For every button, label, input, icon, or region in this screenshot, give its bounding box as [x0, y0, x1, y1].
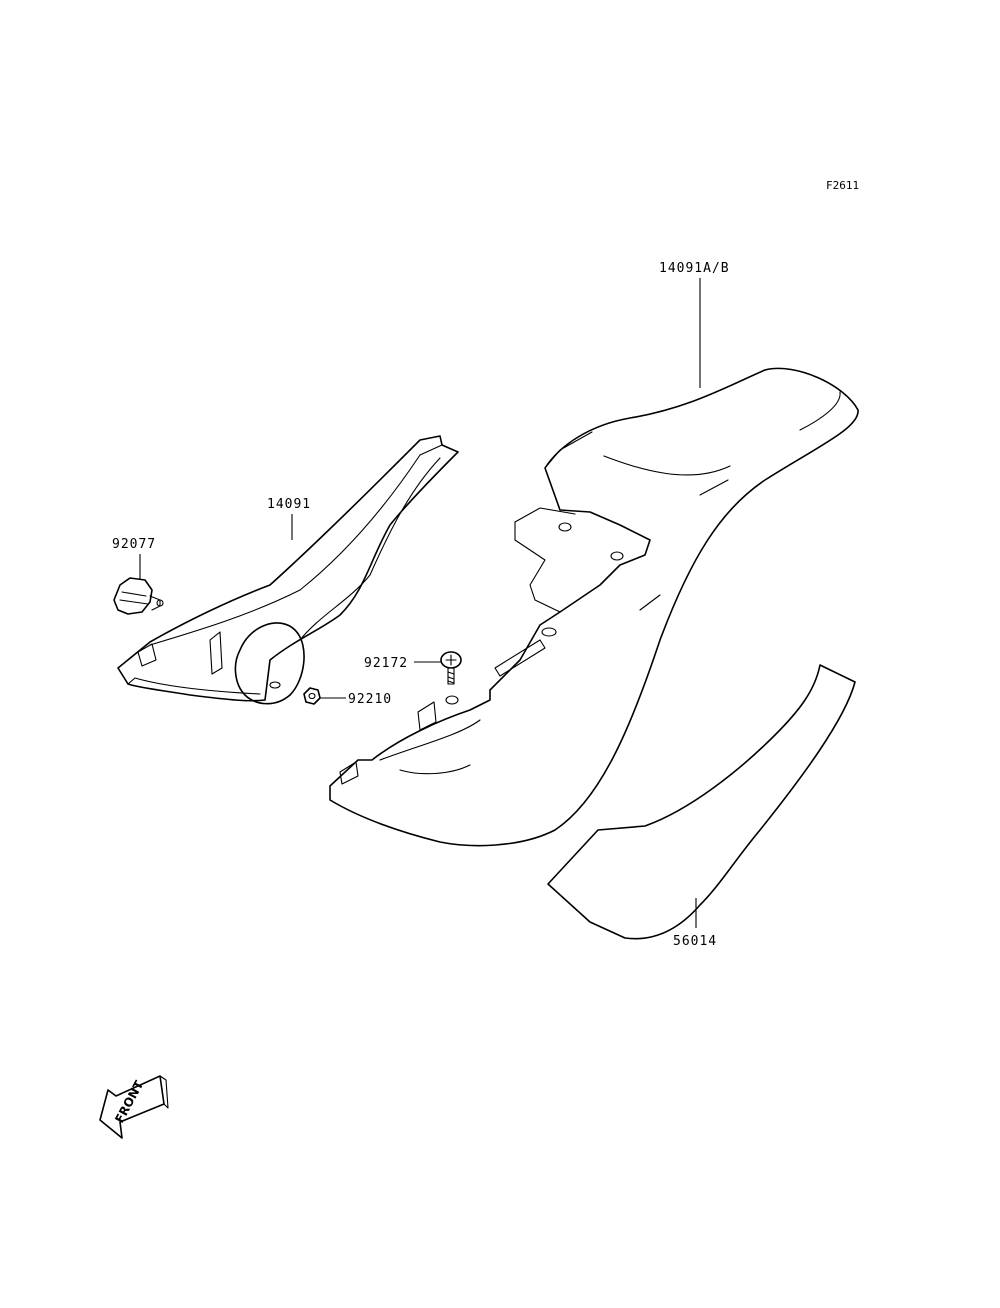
tail-cover-14091ab[interactable]	[329, 367, 859, 847]
callout-56014: 56014	[673, 934, 717, 949]
callout-92172: 92172	[364, 656, 408, 671]
callout-14091ab: 14091A/B	[659, 261, 730, 276]
callout-14091: 14091	[267, 497, 311, 512]
front-arrow-icon: FRONT	[99, 1075, 169, 1139]
nut-92210[interactable]	[303, 687, 321, 705]
side-cover-14091[interactable]	[117, 435, 459, 705]
figure-code: F2611	[826, 179, 859, 192]
callout-92210: 92210	[348, 692, 392, 707]
grommet-92077[interactable]	[113, 577, 164, 615]
callout-92077: 92077	[112, 537, 156, 552]
screw-92172[interactable]	[440, 651, 462, 685]
pad-56014[interactable]	[547, 664, 856, 940]
